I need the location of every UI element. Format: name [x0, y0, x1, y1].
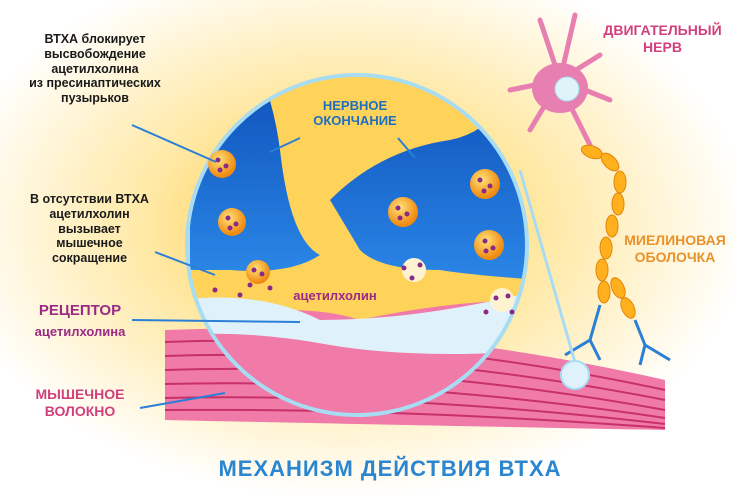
label-receptor-title: РЕЦЕПТОР	[38, 302, 122, 319]
magnifier-ring	[185, 73, 529, 417]
label-muscle-fiber: МЫШЕЧНОЕ ВОЛОКНО	[35, 386, 125, 419]
label-acetylcholine: ацетилхолин	[293, 288, 377, 303]
diagram-title: МЕХАНИЗМ ДЕЙСТВИЯ ВТХА	[218, 456, 562, 481]
leader-lines	[131, 124, 416, 409]
vesicles	[208, 150, 515, 315]
label-motor-nerve: ДВИГАТЕЛЬНЫЙ НЕРВ	[603, 22, 722, 55]
label-nerve-ending: НЕРВНОЕ ОКОНЧАНИЕ	[313, 98, 397, 129]
label-btxa-blocks: ВТХА блокирует высвобождение ацетилхолин…	[29, 32, 161, 105]
motor-neuron	[507, 12, 671, 390]
label-myelin-sheath: МИЕЛИНОВАЯ ОБОЛОЧКА	[624, 232, 726, 265]
label-receptor-sub: ацетилхолина	[34, 324, 126, 339]
label-no-btxa: В отсутствии ВТХА ацетилхолин вызывает м…	[30, 192, 149, 265]
